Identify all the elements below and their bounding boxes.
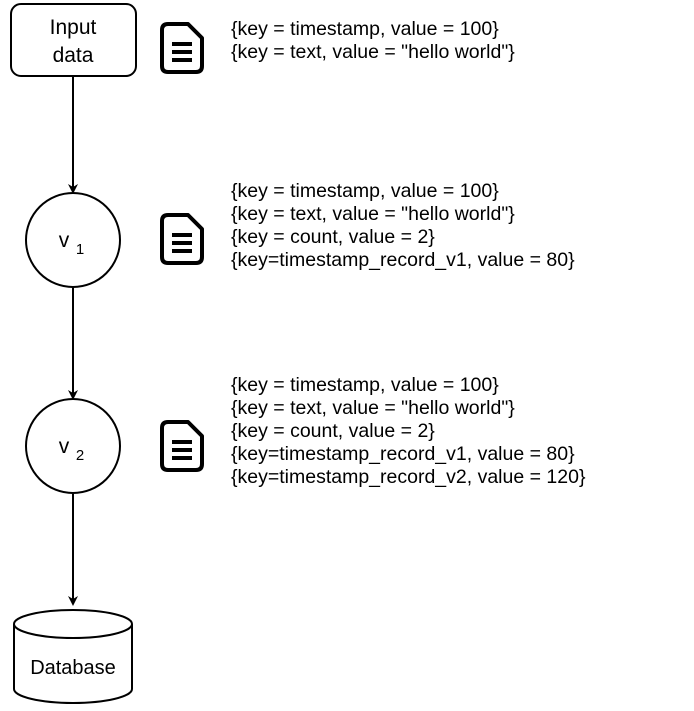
input-records: {key = timestamp, value = 100} {key = te… <box>231 18 515 64</box>
record-line: {key=timestamp_record_v2, value = 120} <box>231 466 586 488</box>
record-line: {key=timestamp_record_v1, value = 80} <box>231 443 575 465</box>
input-data-node: Input data <box>10 3 137 77</box>
v2-node: v 2 <box>25 398 121 494</box>
record-line: {key = timestamp, value = 100} <box>231 374 499 396</box>
v1-records: {key = timestamp, value = 100} {key = te… <box>231 180 575 272</box>
record-line: {key = timestamp, value = 100} <box>231 180 499 202</box>
record-line: {key = text, value = "hello world"} <box>231 397 515 419</box>
v2-label: v <box>59 435 70 458</box>
input-data-label-line1: Input <box>50 16 97 39</box>
record-line: {key = text, value = "hello world"} <box>231 41 515 63</box>
document-icon <box>160 213 204 265</box>
v1-node: v 1 <box>25 192 121 288</box>
v2-records: {key = timestamp, value = 100} {key = te… <box>231 374 585 489</box>
v2-subscript: 2 <box>76 447 84 464</box>
record-line: {key = text, value = "hello world"} <box>231 203 515 225</box>
database-node: Database <box>13 609 133 704</box>
record-line: {key = count, value = 2} <box>231 420 435 442</box>
record-line: {key=timestamp_record_v1, value = 80} <box>231 249 575 271</box>
database-label: Database <box>30 657 116 679</box>
input-data-label-line2: data <box>53 44 94 67</box>
document-icon <box>160 22 204 74</box>
v1-label: v <box>59 229 70 252</box>
v1-subscript: 1 <box>76 241 84 258</box>
record-line: {key = count, value = 2} <box>231 226 435 248</box>
record-line: {key = timestamp, value = 100} <box>231 18 499 40</box>
document-icon <box>160 420 204 472</box>
